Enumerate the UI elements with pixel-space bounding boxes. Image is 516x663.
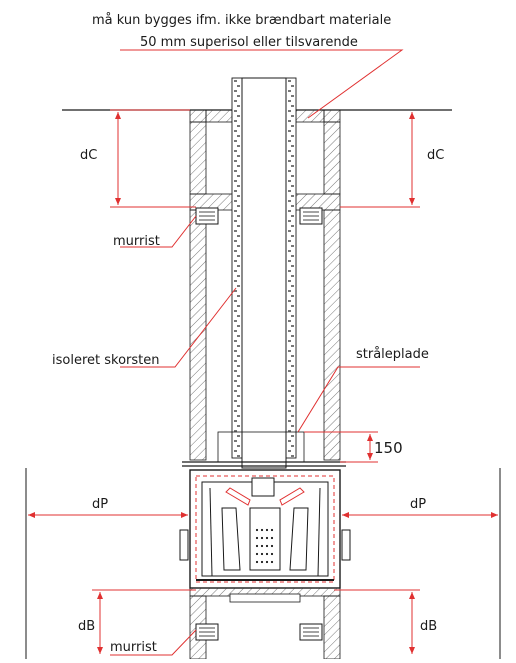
leader-murrist-bottom [110,629,197,656]
dimension-db-left [92,589,196,654]
right-wall-mid [323,209,341,461]
label-dc-left: dC [80,148,98,163]
label-dc-right: dC [427,148,445,163]
label-isoleret-skorsten: isoleret skorsten [52,353,160,368]
dimension-dc-left [110,109,196,208]
dimension-150 [304,431,378,463]
insulation-pattern [234,80,294,457]
label-db-left: dB [78,619,96,634]
left-wall-cap [205,109,233,123]
leader-murrist-top [120,215,197,248]
label-murrist-bottom: murrist [110,640,157,655]
left-wall [189,121,207,195]
label-murrist-top: murrist [113,234,160,249]
dimension-dc-right [340,112,420,208]
stove-body [179,469,351,589]
leader-note-line2 [120,49,404,119]
label-150: 150 [374,439,403,457]
right-wall [323,121,341,195]
leader-isoleret [120,287,237,368]
label-straaleplade: stråleplade [356,347,429,362]
label-dp-left: dP [92,497,109,512]
chimney-pipe [241,77,287,469]
left-wall-top [189,109,207,123]
dimension-db-right [334,589,420,654]
left-wall-mid [189,209,207,461]
leader-straaleplade [297,366,420,433]
label-dp-right: dP [410,497,427,512]
label-db-right: dB [420,619,438,634]
note-line2: 50 mm superisol eller tilsvarende [140,35,358,50]
right-wall-top [323,109,341,123]
note-line1: må kun bygges ifm. ikke brændbart materi… [92,13,392,28]
